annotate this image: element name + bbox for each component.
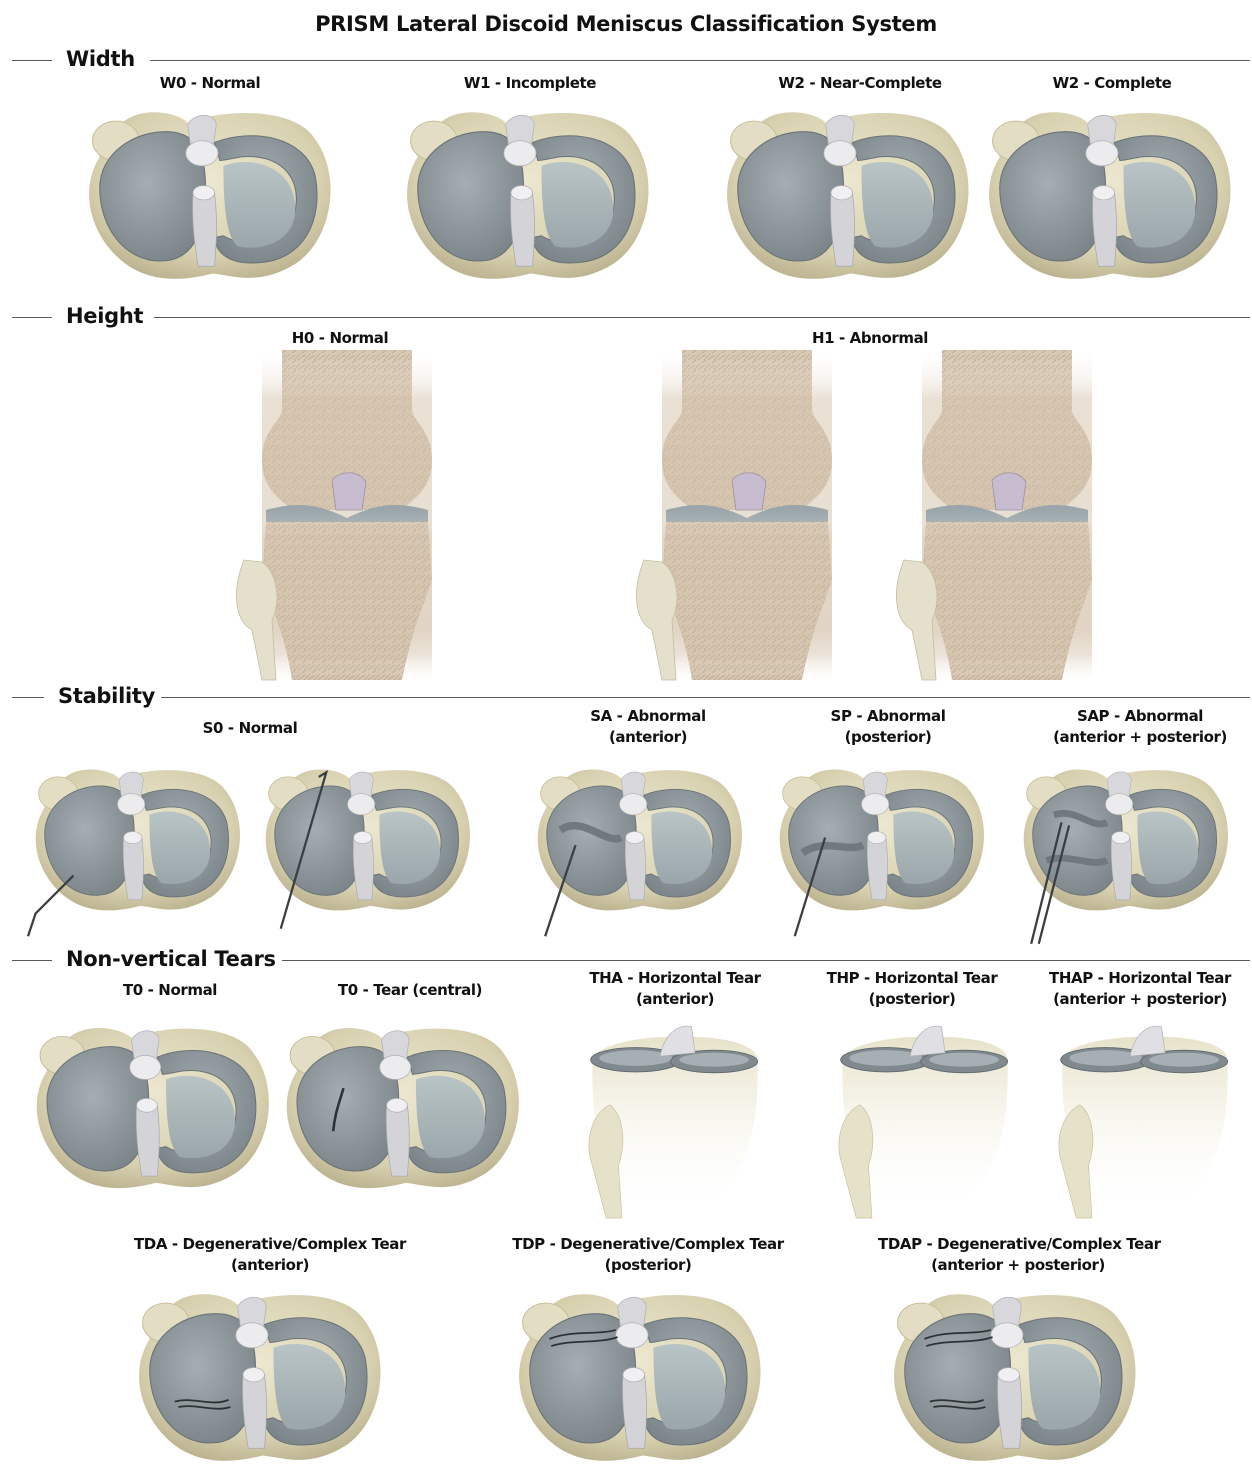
stability-rule-right (160, 697, 1250, 698)
knee-plateau-sa (530, 752, 750, 927)
caption-tha-line2: (anterior) (575, 989, 775, 1010)
height-rule-right (154, 317, 1250, 318)
caption-t0-tear: T0 - Tear (central) (310, 980, 510, 1001)
knee-plateau-sp (772, 752, 992, 927)
knee-plateau-tdap (885, 1282, 1145, 1472)
tears-rule-left (12, 960, 52, 961)
caption-thp-line1: THP - Horizontal Tear (812, 968, 1012, 989)
section-label-width: Width (60, 47, 141, 71)
caption-t0-tear-line1: T0 - Tear (central) (310, 980, 510, 1001)
section-label-tears: Non-vertical Tears (60, 947, 282, 971)
caption-s0: S0 - Normal (150, 718, 350, 739)
caption-w1: W1 - Incomplete (430, 73, 630, 94)
knee-oblique-tha (560, 1018, 790, 1218)
knee-plateau-w1 (398, 100, 658, 290)
section-label-height: Height (60, 304, 149, 328)
caption-tdp-line1: TDP - Degenerative/Complex Tear (508, 1234, 788, 1255)
caption-tda-line1: TDA - Degenerative/Complex Tear (130, 1234, 410, 1255)
width-rule-left (12, 60, 52, 61)
knee-oblique-thap (1050, 1018, 1240, 1218)
caption-s0-line1: S0 - Normal (150, 718, 350, 739)
page-title: PRISM Lateral Discoid Meniscus Classific… (0, 12, 1252, 36)
caption-t0-normal: T0 - Normal (70, 980, 270, 1001)
height-rule-left (12, 317, 52, 318)
caption-tdp: TDP - Degenerative/Complex Tear (posteri… (508, 1234, 788, 1276)
knee-section-h0 (262, 350, 432, 680)
caption-t0-normal-line1: T0 - Normal (70, 980, 270, 1001)
knee-plateau-sap (1016, 752, 1236, 927)
caption-w2-near: W2 - Near-Complete (760, 73, 960, 94)
caption-sp-line2: (posterior) (788, 727, 988, 748)
caption-h0: H0 - Normal (240, 328, 440, 349)
knee-plateau-tdp (510, 1282, 770, 1472)
knee-section-h1-a (662, 350, 832, 680)
knee-plateau-w2-near (718, 100, 978, 290)
caption-tda-line2: (anterior) (130, 1255, 410, 1276)
knee-plateau-w0 (80, 100, 340, 290)
knee-plateau-t0-tear (278, 1015, 528, 1200)
caption-sap: SAP - Abnormal (anterior + posterior) (1040, 706, 1240, 748)
knee-plateau-w2-complete (980, 100, 1240, 290)
stability-rule-left (12, 697, 44, 698)
knee-plateau-s0-a (28, 752, 248, 927)
section-label-stability: Stability (52, 684, 161, 708)
caption-sa: SA - Abnormal (anterior) (548, 706, 748, 748)
knee-plateau-t0-normal (28, 1015, 278, 1200)
caption-thap-line1: THAP - Horizontal Tear (1040, 968, 1240, 989)
caption-tdap-line1: TDAP - Degenerative/Complex Tear (878, 1234, 1158, 1255)
caption-thp: THP - Horizontal Tear (posterior) (812, 968, 1012, 1010)
caption-tda: TDA - Degenerative/Complex Tear (anterio… (130, 1234, 410, 1276)
caption-w0: W0 - Normal (110, 73, 310, 94)
caption-tha-line1: THA - Horizontal Tear (575, 968, 775, 989)
knee-oblique-thp (815, 1018, 1035, 1218)
caption-tdap-line2: (anterior + posterior) (878, 1255, 1158, 1276)
caption-sa-line2: (anterior) (548, 727, 748, 748)
caption-thap-line2: (anterior + posterior) (1040, 989, 1240, 1010)
tears-rule-right (268, 960, 1250, 961)
caption-thp-line2: (posterior) (812, 989, 1012, 1010)
caption-h1: H1 - Abnormal (770, 328, 970, 349)
caption-sap-line2: (anterior + posterior) (1040, 727, 1240, 748)
caption-thap: THAP - Horizontal Tear (anterior + poste… (1040, 968, 1240, 1010)
caption-tdap: TDAP - Degenerative/Complex Tear (anteri… (878, 1234, 1158, 1276)
caption-sap-line1: SAP - Abnormal (1040, 706, 1240, 727)
caption-sp: SP - Abnormal (posterior) (788, 706, 988, 748)
caption-tha: THA - Horizontal Tear (anterior) (575, 968, 775, 1010)
knee-plateau-s0-b (258, 752, 478, 927)
caption-sp-line1: SP - Abnormal (788, 706, 988, 727)
caption-sa-line1: SA - Abnormal (548, 706, 748, 727)
knee-plateau-tda (130, 1282, 390, 1472)
caption-w2-complete: W2 - Complete (1012, 73, 1212, 94)
caption-tdp-line2: (posterior) (508, 1255, 788, 1276)
width-rule-right (150, 60, 1250, 61)
knee-section-h1-b (922, 350, 1092, 680)
